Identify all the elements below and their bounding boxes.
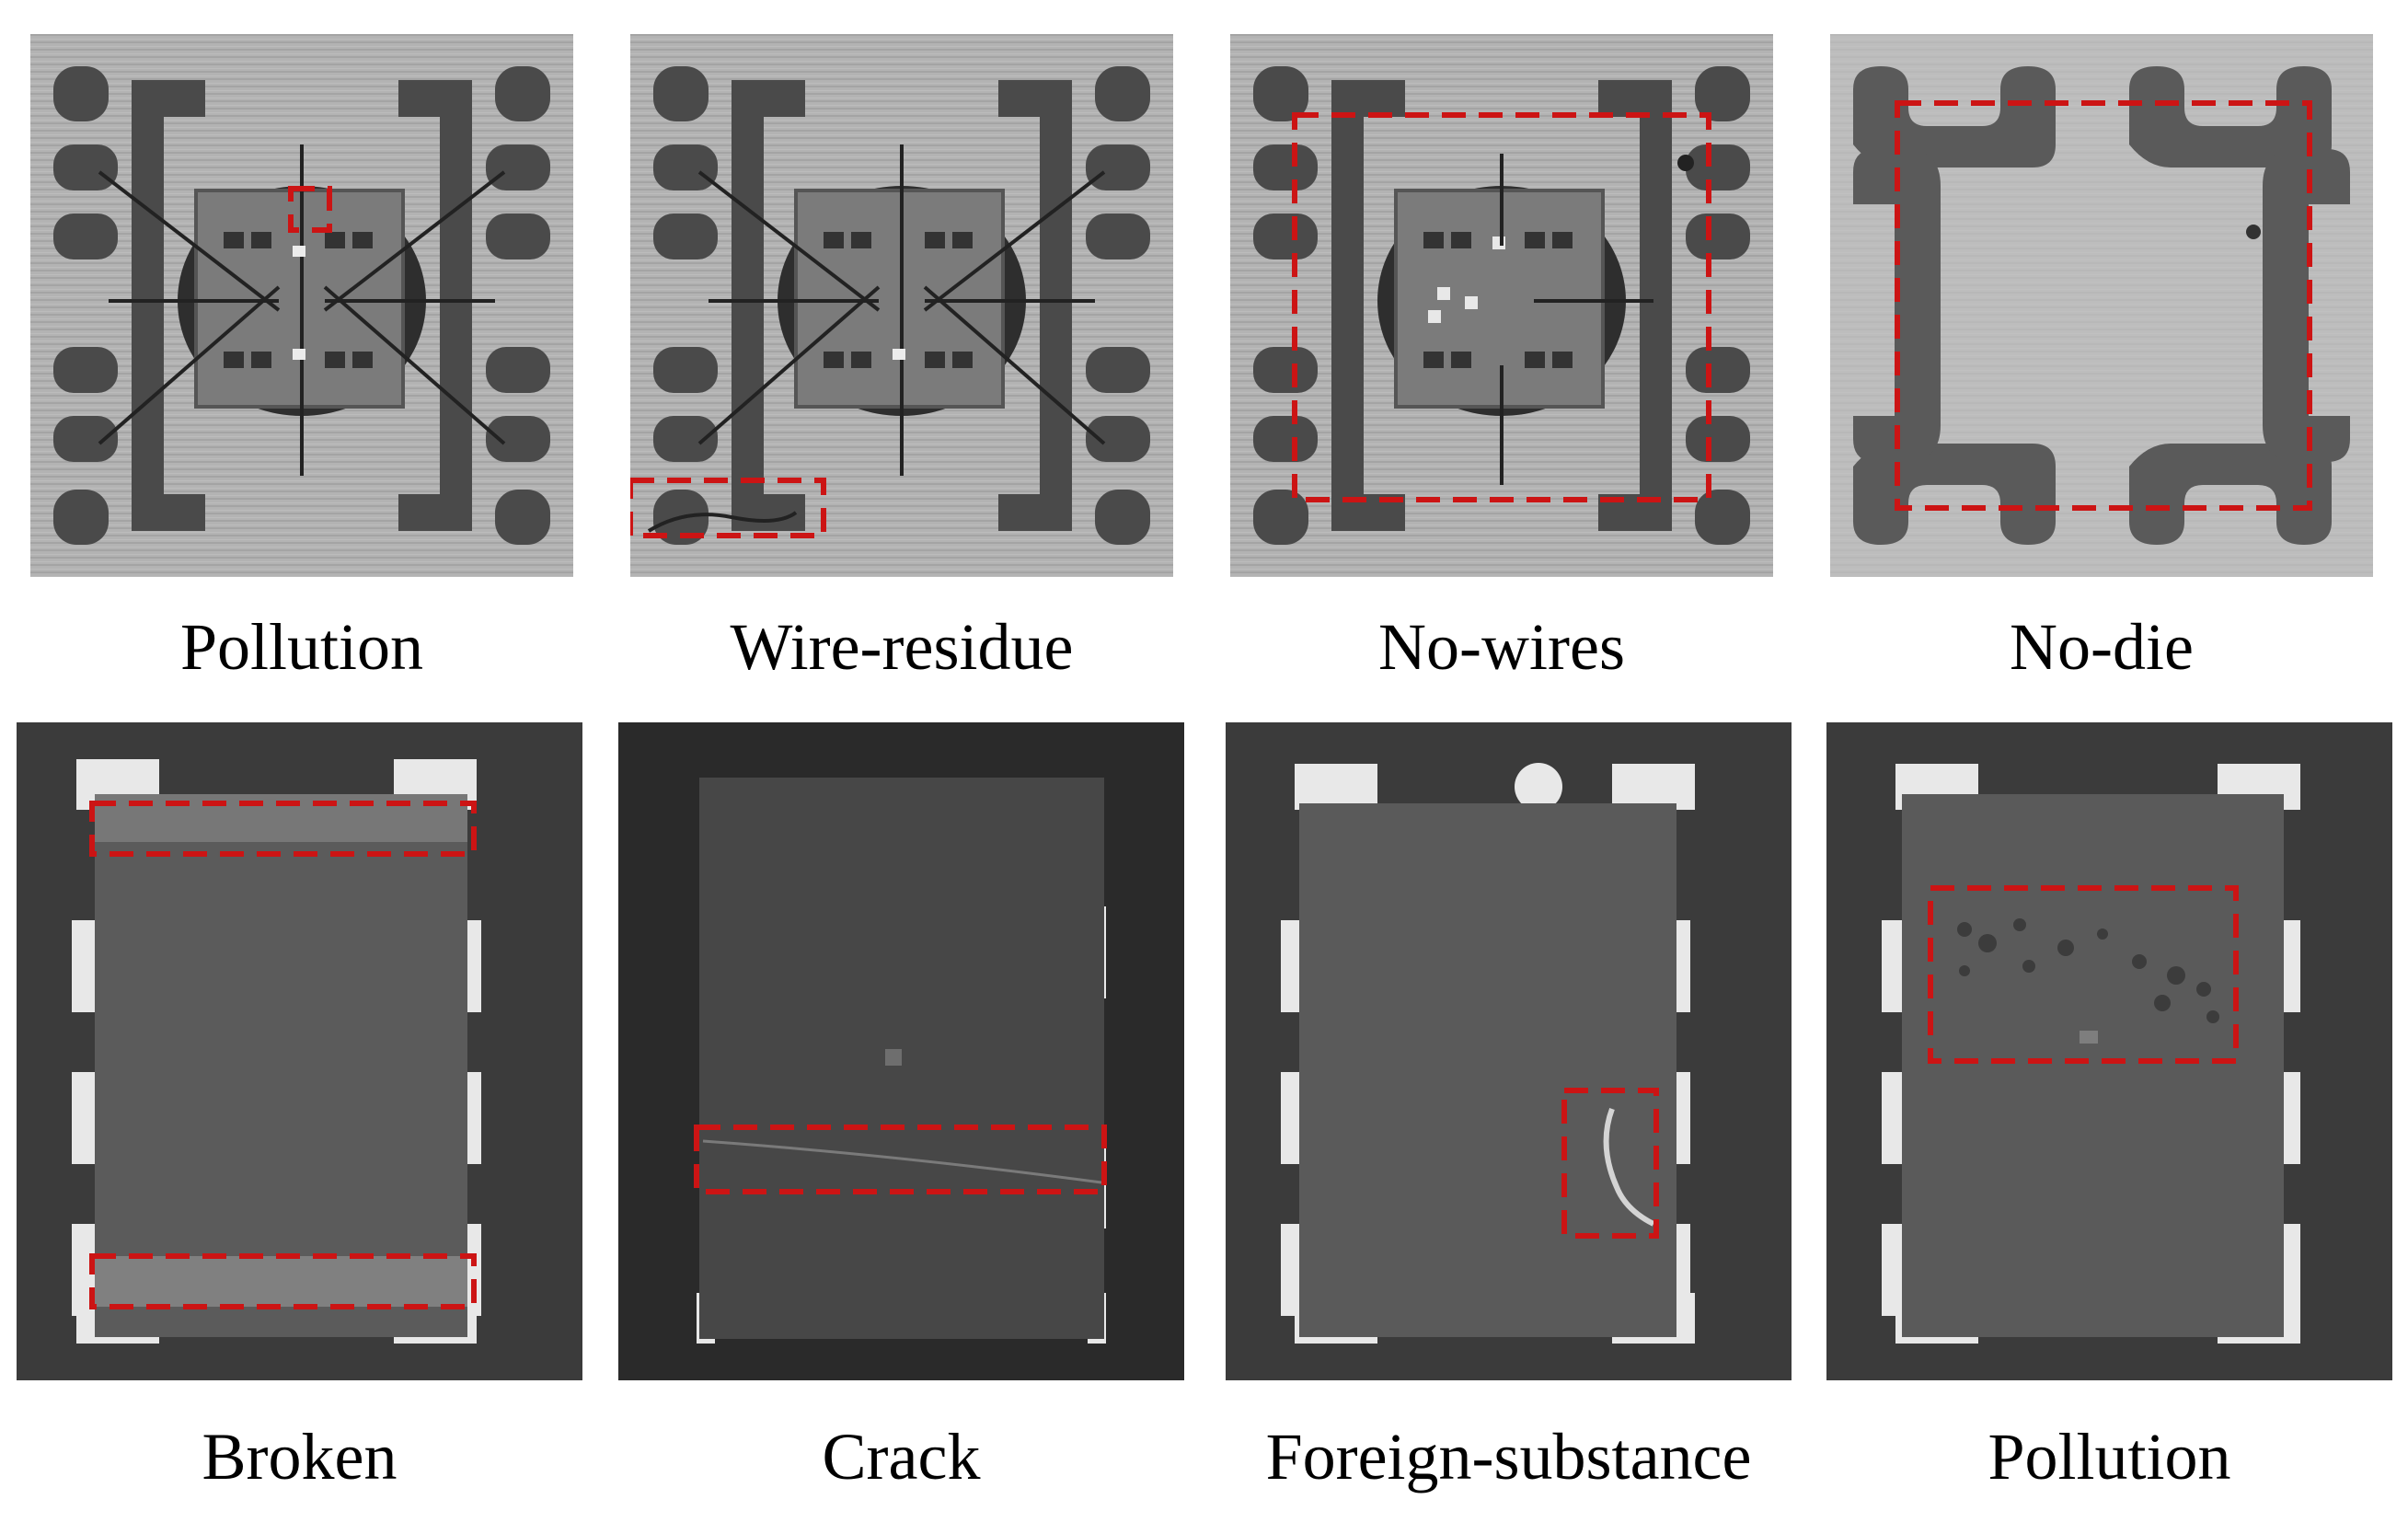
- panel-broken: Broken: [17, 722, 582, 1490]
- panel-pollution-package: Pollution: [1826, 722, 2392, 1490]
- left-bracket: [1331, 80, 1405, 531]
- defect-box: [89, 801, 477, 857]
- xray-image: [1226, 722, 1792, 1380]
- die-pads: [824, 232, 973, 368]
- right-pads: [1686, 66, 1750, 545]
- panel-caption: No-wires: [1378, 610, 1625, 684]
- left-pads: [1253, 66, 1318, 545]
- bond-wires: [1500, 154, 1653, 485]
- panel-caption: Foreign-substance: [1265, 1420, 1752, 1494]
- panel-no-die: No-die: [1830, 34, 2373, 680]
- panel-crack: Crack: [618, 722, 1184, 1490]
- xray-image: [630, 34, 1173, 577]
- package-body: [1902, 794, 2284, 1337]
- defect-box: [1895, 100, 2312, 511]
- xray-image: [17, 722, 582, 1380]
- xray-image: [1830, 34, 2373, 577]
- bottom-pads: [1853, 444, 2332, 545]
- defect-box: [89, 1253, 477, 1309]
- defect-box: [1292, 112, 1711, 502]
- panel-caption: Crack: [822, 1420, 981, 1494]
- xray-image: [618, 722, 1184, 1380]
- panel-caption: Wire-residue: [730, 610, 1074, 684]
- panel-caption: Pollution: [179, 610, 424, 684]
- defect-box: [288, 186, 332, 233]
- right-bracket: [1598, 80, 1672, 531]
- right-bracket: [398, 80, 472, 531]
- panel-caption: No-die: [2010, 610, 2194, 684]
- xray-image: [1230, 34, 1773, 577]
- panel-caption: Pollution: [1987, 1420, 2231, 1494]
- pollution-speck: [1677, 155, 1694, 171]
- defect-box: [630, 478, 826, 538]
- die: [794, 189, 1005, 409]
- package-body: [1299, 803, 1676, 1337]
- panel-foreign-substance: Foreign-substance: [1226, 722, 1792, 1490]
- xray-image: [1826, 722, 2392, 1380]
- leadframe-xray-svg: [1830, 34, 2373, 577]
- panel-wire-residue: Wire-residue: [630, 34, 1173, 680]
- die: [1394, 189, 1605, 409]
- defect-box: [694, 1125, 1107, 1194]
- leadframe-xray-svg: [1230, 34, 1773, 577]
- leadframe-xray-svg: [630, 34, 1173, 577]
- package-xray-svg: [1226, 722, 1792, 1380]
- foreign-substance: [1603, 1107, 1655, 1227]
- left-pads: [53, 66, 118, 545]
- bond-pads: [1428, 236, 1505, 323]
- defect-box: [1561, 1088, 1659, 1239]
- bond-wires: [98, 144, 506, 476]
- leadframe-xray-svg: [30, 34, 573, 577]
- defect-box: [1928, 885, 2239, 1064]
- panel-pollution-leadframe: Pollution: [30, 34, 573, 680]
- right-pads: [486, 66, 550, 545]
- right-pads: [1086, 66, 1150, 545]
- wire-residue: [647, 511, 798, 533]
- pollution-spots: [1957, 918, 2219, 1023]
- panel-caption: Broken: [202, 1420, 397, 1494]
- left-bracket: [132, 80, 205, 531]
- package-xray-svg: [17, 722, 582, 1380]
- right-bracket: [998, 80, 1072, 531]
- die-pads: [1423, 232, 1573, 368]
- package-xray-svg: [618, 722, 1184, 1380]
- xray-image: [30, 34, 573, 577]
- panel-no-wires: No-wires: [1230, 34, 1773, 680]
- crack-line: [702, 1139, 1102, 1184]
- broken-area-bottom: [95, 1256, 467, 1307]
- die-pads: [224, 232, 373, 368]
- die: [194, 189, 405, 409]
- package-body: [95, 794, 467, 1337]
- bond-wires: [697, 144, 1106, 476]
- top-pads: [1853, 66, 2332, 167]
- side-pads: [1853, 149, 2350, 462]
- package-xray-svg: [1826, 722, 2392, 1380]
- left-bracket: [732, 80, 805, 531]
